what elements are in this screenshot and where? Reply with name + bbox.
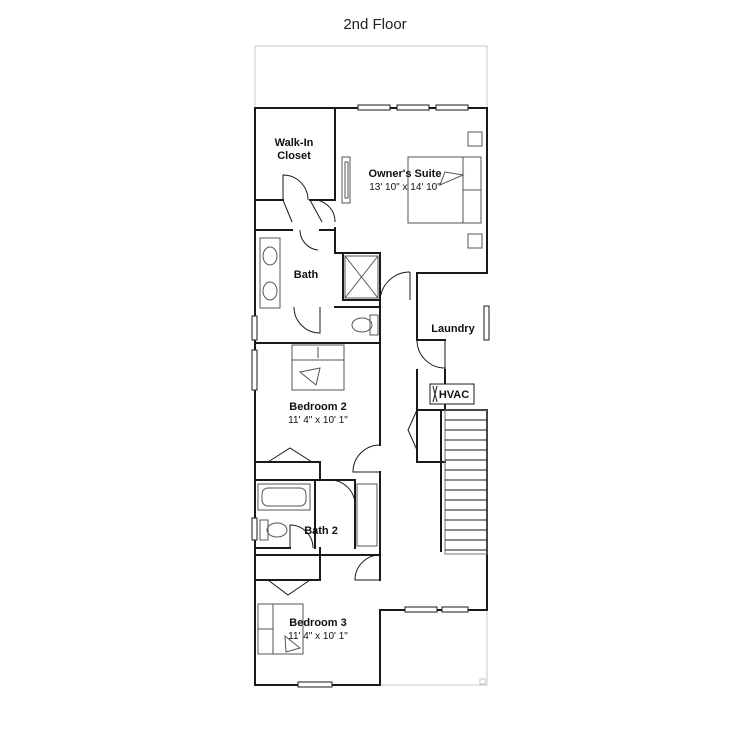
bedroom-2-label: Bedroom 2 bbox=[289, 401, 346, 413]
laundry-label: Laundry bbox=[431, 323, 475, 335]
walk-in-closet-label-1: Walk-In bbox=[275, 137, 314, 149]
bedroom-2-dimensions: 11' 4" x 10' 1" bbox=[288, 415, 348, 426]
floor-title: 2nd Floor bbox=[343, 16, 406, 33]
bedroom-3-bed bbox=[257, 603, 304, 655]
bath-2-label: Bath 2 bbox=[304, 525, 338, 537]
bedroom-3-label: Bedroom 3 bbox=[289, 617, 346, 629]
windows bbox=[251, 104, 490, 688]
bath-fixtures bbox=[259, 237, 379, 336]
owners-suite-dimensions: 13' 10" x 14' 10" bbox=[369, 182, 441, 193]
bedroom-3-dimensions: 11' 4" x 10' 1" bbox=[288, 631, 348, 642]
bath-2-fixtures bbox=[257, 483, 378, 547]
door-swings bbox=[267, 174, 446, 596]
owners-suite-label: Owner's Suite bbox=[369, 168, 442, 180]
hvac-unit bbox=[429, 383, 475, 405]
walk-in-closet-label-2: Closet bbox=[277, 150, 311, 162]
bath-label: Bath bbox=[294, 269, 319, 281]
staircase bbox=[440, 409, 488, 555]
walls bbox=[254, 107, 488, 686]
owners-suite-bed bbox=[341, 131, 483, 249]
bedroom-2-bed bbox=[291, 344, 345, 391]
hvac-label: HVAC bbox=[439, 389, 469, 401]
